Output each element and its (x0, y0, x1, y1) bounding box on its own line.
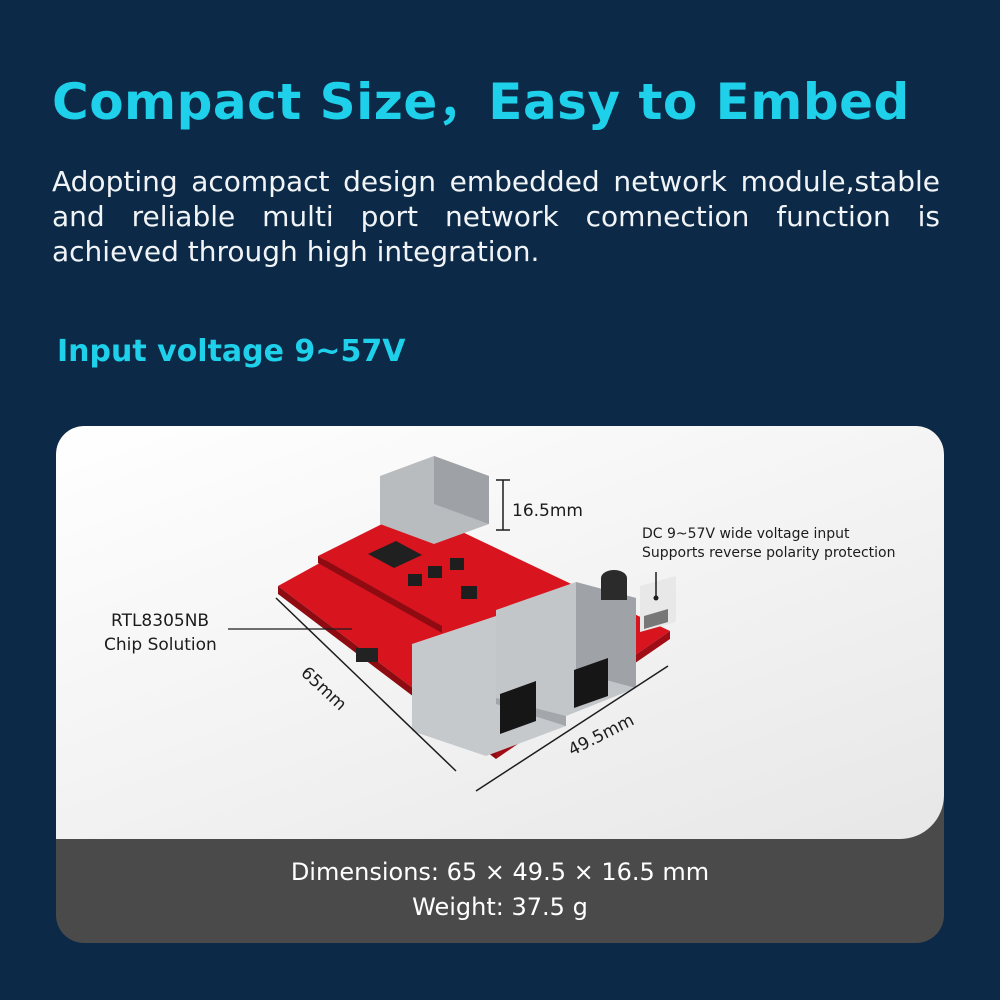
chip-callout-line1: RTL8305NB (111, 611, 209, 631)
component (450, 558, 464, 570)
power-callout-line2: Supports reverse polarity protection (642, 545, 895, 561)
front-ports (412, 582, 636, 756)
power-terminal (601, 570, 676, 632)
weight-text: Weight: 37.5 g (412, 893, 588, 921)
product-illustration: 16.5mm 65mm 49.5mm DC 9~57V wide voltage… (104, 456, 895, 792)
rear-port-side (434, 456, 489, 524)
product-card: 16.5mm 65mm 49.5mm DC 9~57V wide voltage… (56, 426, 944, 943)
power-callout-line1: DC 9~57V wide voltage input (642, 526, 850, 542)
width-callout: 49.5mm (565, 710, 637, 760)
page-title: Compact Size，Easy to Embed (52, 73, 910, 131)
voltage-subheading: Input voltage 9~57V (57, 334, 406, 369)
height-callout: 16.5mm (512, 501, 583, 521)
specs-footer: Dimensions: 65 × 49.5 × 16.5 mm Weight: … (56, 839, 944, 943)
component (408, 574, 422, 586)
chip-callout-line2: Chip Solution (104, 635, 217, 655)
length-callout: 65mm (297, 663, 351, 715)
daughter-board-edge (318, 556, 442, 633)
product-description: Adopting acompact design embedded networ… (52, 165, 940, 268)
product-photo-panel: 16.5mm 65mm 49.5mm DC 9~57V wide voltage… (56, 426, 944, 839)
dimensions-text: Dimensions: 65 × 49.5 × 16.5 mm (290, 858, 710, 886)
component (428, 566, 442, 578)
component (356, 648, 378, 662)
component (461, 586, 477, 599)
main-chip (368, 541, 422, 568)
